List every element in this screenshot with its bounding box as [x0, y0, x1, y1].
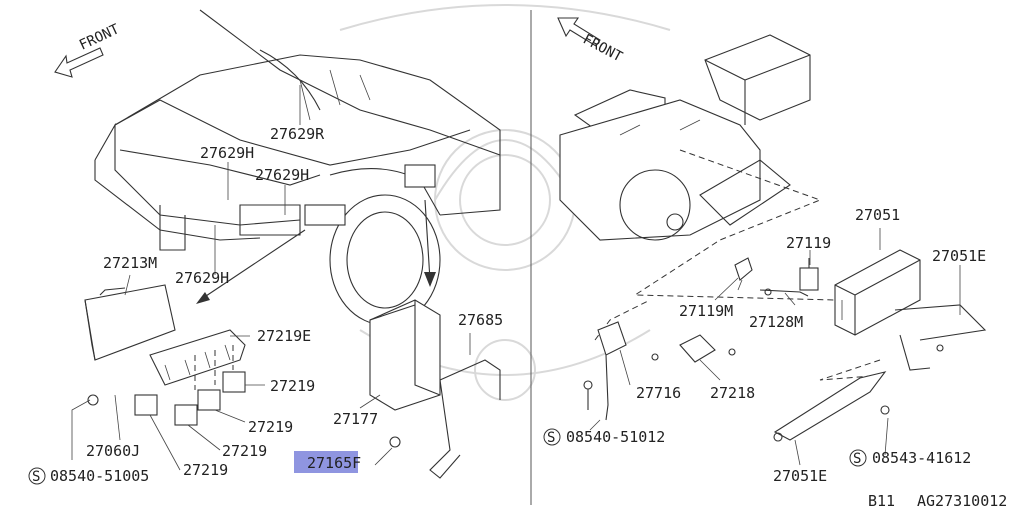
part-label-27051e: 27051E [773, 467, 827, 485]
part-label-27219: 27219 [183, 461, 228, 479]
part-label-27060j: 27060J [86, 442, 140, 460]
part-label-27716: 27716 [636, 384, 681, 402]
part-label-27218: 27218 [710, 384, 755, 402]
leader-lines-left [71, 85, 471, 471]
control-unit-27177 [369, 299, 441, 411]
part-label-27629h: 27629H [255, 166, 309, 184]
part-label-27119m: 27119M [679, 302, 733, 320]
part-label-27685: 27685 [458, 311, 503, 329]
sensor-27119m [734, 257, 753, 291]
harness-27128m [759, 288, 809, 297]
part-label-27219: 27219 [248, 418, 293, 436]
part-label-27219e: 27219E [257, 327, 311, 345]
part-label-08540-51005: 08540-51005 [50, 467, 149, 485]
pointer-arrows [196, 199, 436, 304]
control-amp-27051 [834, 249, 921, 336]
footer-code-right: AG27310012 [917, 492, 1007, 510]
part-label-08543-41612: 08543-41612 [872, 449, 971, 467]
part-label-27629h: 27629H [200, 144, 254, 162]
part-label-27629r: 27629R [270, 125, 325, 143]
part-label-27219: 27219 [270, 377, 315, 395]
part-label-27051: 27051 [855, 206, 900, 224]
screw-icon [87, 394, 99, 406]
left-panel: FRONT [28, 9, 503, 485]
front-arrow-icon [557, 17, 601, 47]
right-panel: FRONT [543, 17, 987, 485]
screw-marker-icon: S [28, 467, 46, 485]
bracket-27051e-upper [894, 304, 987, 371]
leader-lines-right [589, 228, 961, 466]
screw-marker-letter: S [853, 451, 861, 467]
part-label-27051e: 27051E [932, 247, 986, 265]
screw-marker-icon: S [543, 428, 561, 446]
part-label-27629h: 27629H [175, 269, 229, 287]
bracket-27051e-lower [773, 371, 890, 442]
bracket-27685 [389, 359, 501, 479]
relay-group [134, 371, 246, 426]
part-label-27177: 27177 [333, 410, 378, 428]
highlighted-part-box [294, 451, 358, 473]
screw-marker-icon: S [849, 449, 867, 467]
car-body-illustration [94, 9, 501, 326]
bracket-27213m [84, 284, 176, 361]
sensor-27716 [583, 321, 659, 421]
part-label-27219: 27219 [222, 442, 267, 460]
footer-code-left: B11 [868, 492, 895, 510]
part-label-27128m: 27128M [749, 313, 803, 331]
relay-bracket-27219e [149, 329, 246, 386]
part-label-27165f: 27165F [307, 454, 361, 472]
front-arrow-icon [54, 47, 104, 78]
screw-marker-letter: S [32, 469, 40, 485]
front-label: FRONT [580, 31, 625, 65]
screw-marker-letter: S [547, 430, 555, 446]
actuator-27218 [679, 334, 736, 363]
part-label-27213m: 27213M [103, 254, 157, 272]
sensor-27119 [799, 258, 819, 291]
part-label-27119: 27119 [786, 234, 831, 252]
heater-unit-illustration [559, 34, 811, 241]
part-label-08540-51012: 08540-51012 [566, 428, 665, 446]
